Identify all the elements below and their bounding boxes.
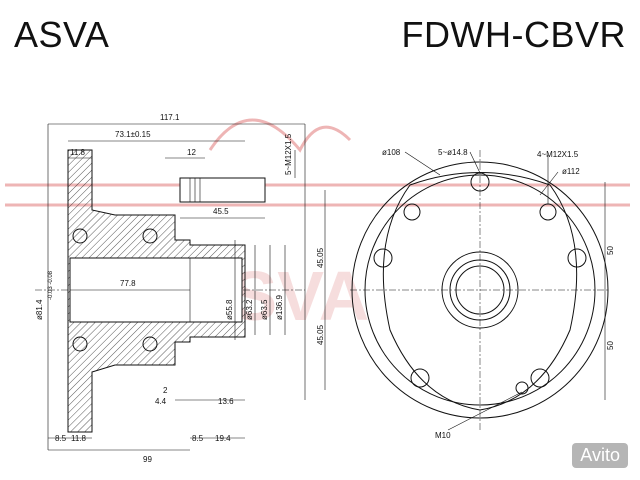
dim-bore-len: 77.8: [120, 279, 136, 288]
dim-h-lower: 45.05: [316, 324, 325, 345]
dim-d1: ø55.8: [225, 299, 234, 320]
brand-title: ASVA: [14, 14, 110, 55]
dim-flange-to-end: 73.1±0.15: [115, 130, 151, 139]
dim-h-upper: 45.05: [316, 247, 325, 268]
dim-overall: 117.1: [160, 113, 180, 122]
dim-b: 4.4: [155, 397, 167, 406]
dim-threads: 4~M12X1.5: [537, 150, 579, 159]
dim-bolt-circle: ø112: [562, 167, 580, 176]
dim-stud-proj: 45.5: [213, 207, 229, 216]
dim-overall-bottom: 99: [143, 455, 152, 464]
avito-watermark: Avito: [572, 443, 628, 468]
dim-f: 8.5: [192, 434, 204, 443]
dim-d4: ø136.9: [275, 295, 284, 320]
dim-a: 2: [163, 386, 168, 395]
dim-stud-len: 12: [187, 148, 196, 157]
dim-e: 11.8: [71, 434, 87, 443]
part-number: FDWH-CBVR: [401, 14, 626, 55]
dim-d: 8.5: [55, 434, 67, 443]
dim-stud-thread: 5~M12X1.5: [284, 133, 293, 175]
dim-bottom-thread: M10: [435, 431, 451, 440]
dim-holes: 5~ø14.8: [438, 148, 468, 157]
front-view: ø108 5~ø14.8 4~M12X1.5 ø112 50 50 M10: [350, 148, 615, 440]
dim-d2: ø63.2: [245, 299, 254, 320]
dim-c: 13.6: [218, 397, 234, 406]
dim-bore-dia: ø81.4: [35, 299, 44, 320]
dim-flange-thk: 11.8: [70, 148, 86, 157]
dim-bore-tol: -0.03 -0.08: [48, 270, 54, 300]
dim-v-lower: 50: [606, 341, 615, 350]
dim-g: 19.4: [215, 434, 231, 443]
dim-d3: ø63.5: [260, 299, 269, 320]
dim-v-upper: 50: [606, 246, 615, 255]
dim-pcd: ø108: [382, 148, 401, 157]
side-view: 117.1 73.1±0.15 11.8 12 5~M12X1.5 45.5 7…: [35, 113, 326, 464]
